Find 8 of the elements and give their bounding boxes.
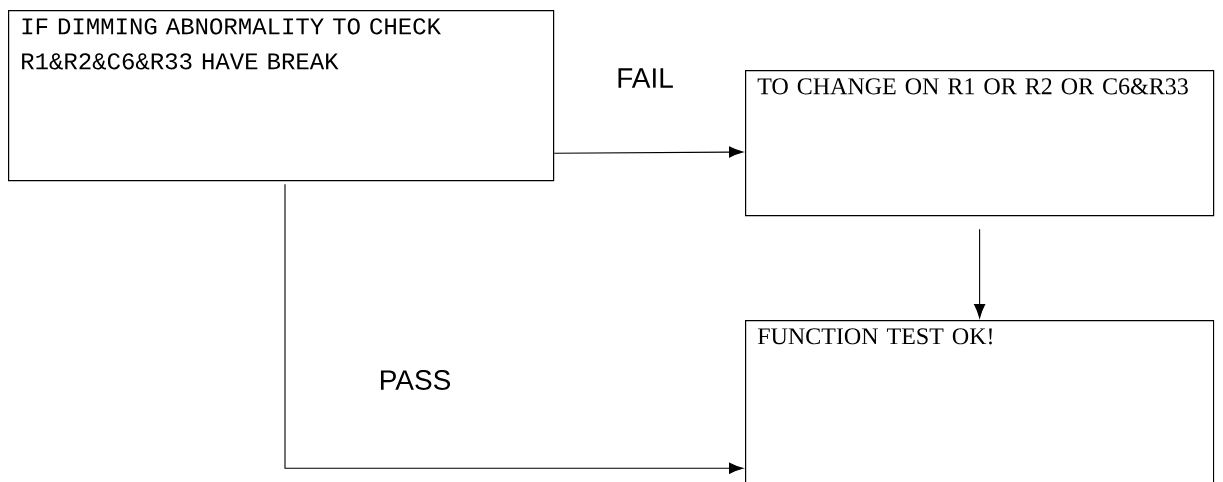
process-box: TO CHANGE ON R1 OR R2 OR C6&R33 [745,70,1215,217]
process-box: IF DIMMING ABNORMALITY TO CHECK R1&R2&C6&R33 HAVE BREAK [8,10,555,182]
edge-label: FAIL [615,67,675,89]
arrow [284,183,744,474]
edge-label: PASS [377,369,453,391]
arrow [974,228,986,319]
arrow [553,146,744,158]
process-box: FUNCTION TEST OK! [745,320,1215,482]
